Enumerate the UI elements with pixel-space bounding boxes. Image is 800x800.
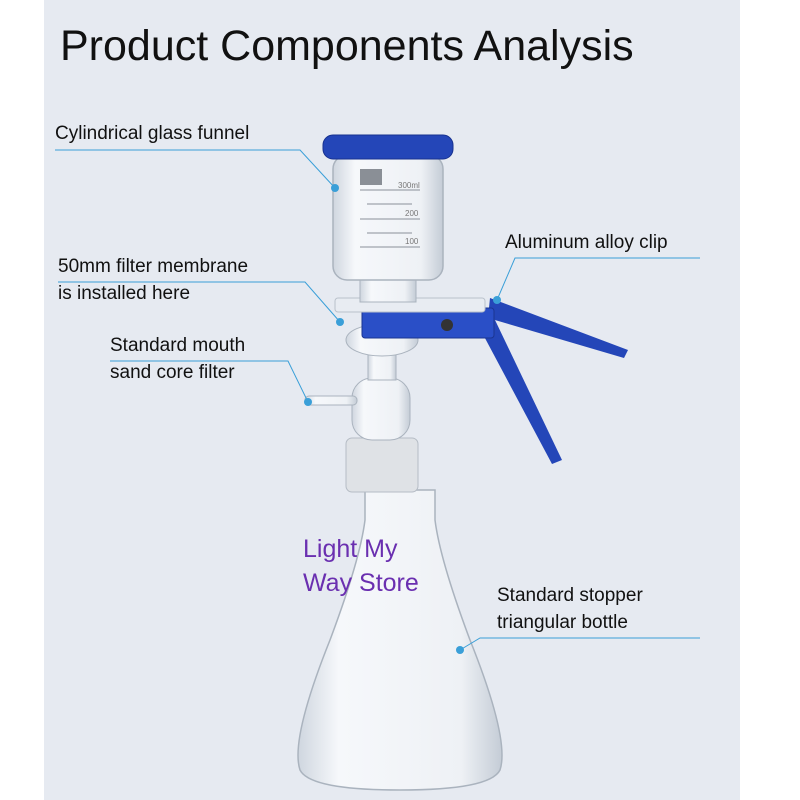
bottle-marker xyxy=(456,646,464,654)
clip-upper-handle xyxy=(488,298,628,358)
label-filter-line1: Standard mouth xyxy=(110,335,246,356)
label-bottle-line2: triangular bottle xyxy=(497,612,628,633)
clip-lower-handle xyxy=(478,320,562,464)
membrane-marker xyxy=(336,318,344,326)
graduation-100: 100 xyxy=(405,237,419,246)
label-filter-line2: sand core filter xyxy=(110,362,235,383)
graduation-200: 200 xyxy=(405,209,419,218)
label-membrane-line2: is installed here xyxy=(58,283,191,304)
label-filter: Standard mouth sand core filter xyxy=(110,332,245,386)
label-bottle-line1: Standard stopper xyxy=(497,585,643,606)
label-membrane-line1: 50mm filter membrane xyxy=(58,256,249,277)
funnel-lid xyxy=(322,134,454,160)
label-clip: Aluminum alloy clip xyxy=(505,232,668,253)
conical-flask xyxy=(297,489,503,791)
watermark-line2: Way Store xyxy=(303,569,419,597)
watermark-line1: Light My xyxy=(303,535,398,563)
filter-marker xyxy=(304,398,312,406)
label-funnel: Cylindrical glass funnel xyxy=(55,123,250,144)
label-membrane: 50mm filter membrane is installed here xyxy=(58,253,248,307)
page-title: Product Components Analysis xyxy=(60,22,634,70)
ground-glass-joint xyxy=(345,437,419,493)
sand-core-filter xyxy=(351,377,411,441)
graduation-300: 300ml xyxy=(398,181,420,190)
store-watermark: Light My Way Store xyxy=(303,532,419,600)
glass-funnel xyxy=(332,154,444,281)
clip-marker xyxy=(493,296,501,304)
label-bottle: Standard stopper triangular bottle xyxy=(497,582,643,636)
funnel-marker xyxy=(331,184,339,192)
